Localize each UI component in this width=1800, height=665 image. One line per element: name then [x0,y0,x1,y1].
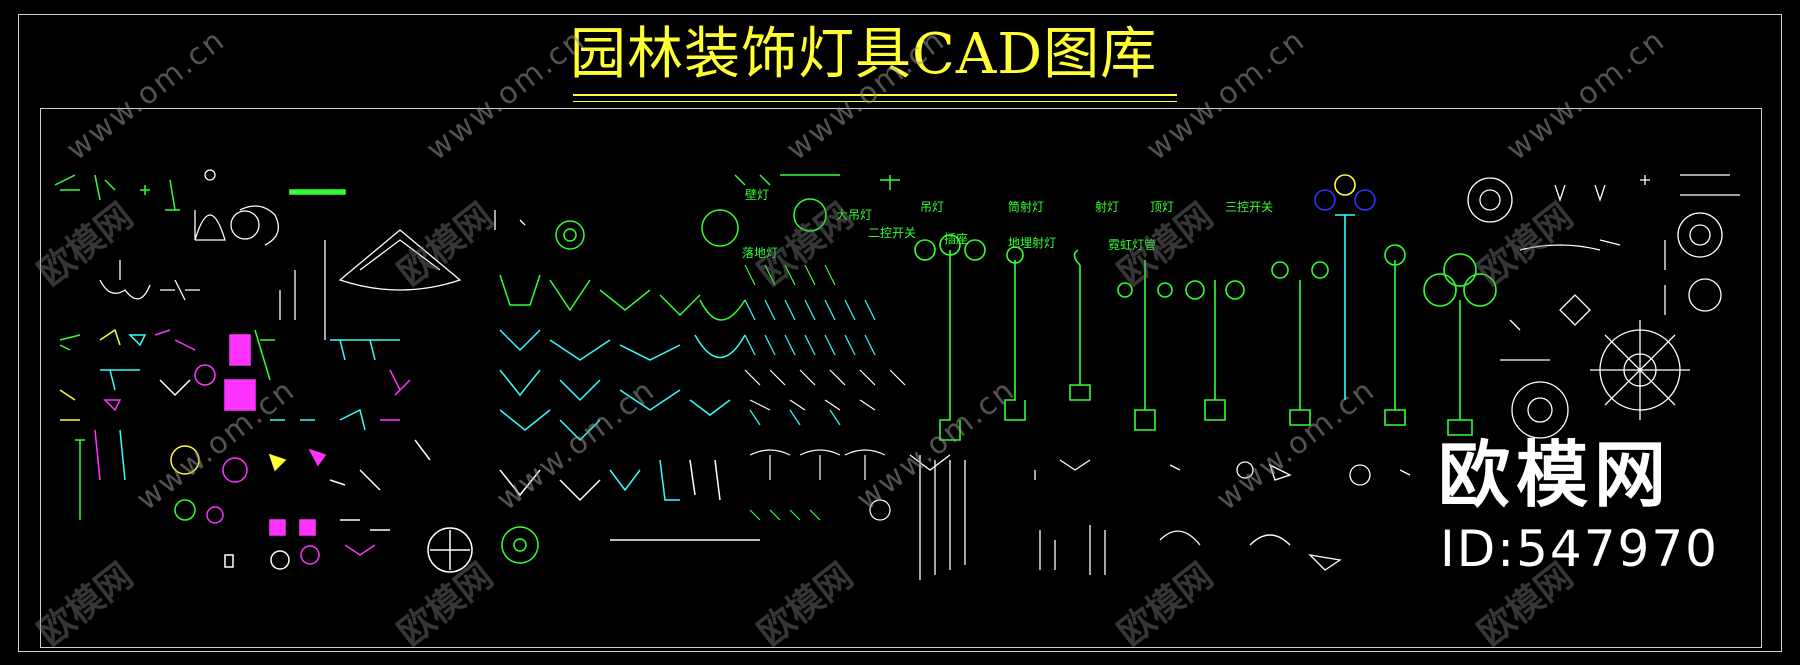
symbol-label: 三控开关 [1225,200,1274,214]
symbol-label: 筒射灯 [1008,200,1045,214]
symbol-label: 射灯 [1095,200,1120,214]
symbol-label: 大吊灯 [836,208,873,222]
title-underline [573,101,1177,102]
symbol-label: 壁灯 [745,188,770,202]
symbol-label: 吊灯 [920,200,945,214]
symbol-label: 霓虹灯管 [1108,238,1157,252]
model-id: ID:547970 [1440,520,1719,578]
symbol-label: 顶灯 [1150,200,1175,214]
drawing-title: 园林装饰灯具CAD图库 [570,22,1158,87]
symbol-label: 二控开关 [868,226,917,240]
outer-border-frame [18,14,1782,652]
symbol-label: 落地灯 [742,246,779,260]
title-underline [573,94,1177,96]
brand-logo-text: 欧模网 [1438,433,1673,517]
inner-border-frame [40,108,1762,648]
symbol-label: 地埋射灯 [1008,236,1057,250]
